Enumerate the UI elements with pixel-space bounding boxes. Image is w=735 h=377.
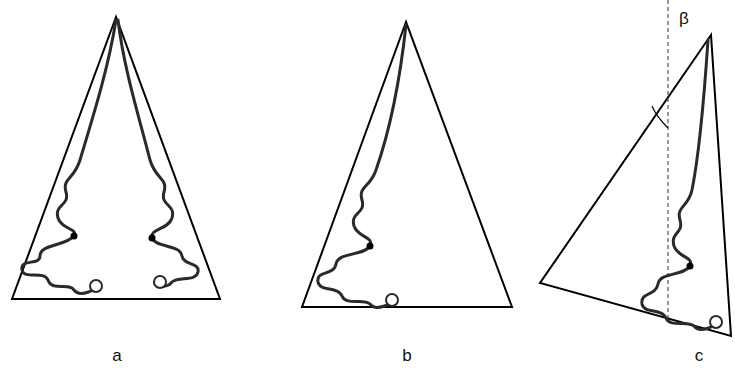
angle-arc — [652, 106, 668, 128]
angle-label: β — [679, 10, 689, 27]
chain-end — [154, 276, 166, 288]
chain-end — [710, 316, 722, 328]
panel-label: a — [112, 347, 121, 364]
chain-a-left — [22, 20, 116, 293]
chain-end — [386, 294, 398, 306]
chain-c — [642, 40, 720, 329]
chain-b — [318, 25, 406, 307]
chain-bead — [149, 235, 156, 242]
triangle-a — [12, 17, 220, 299]
chain-bead — [71, 233, 78, 240]
chain-end — [90, 280, 102, 292]
vertical-reference — [667, 0, 668, 318]
chain-a-right — [118, 20, 198, 286]
panel-label: c — [695, 347, 704, 364]
triangle-c — [540, 35, 731, 336]
chain-bead — [367, 243, 374, 250]
chain-bead — [687, 263, 694, 270]
panel-label: b — [402, 347, 411, 364]
triangle-b — [302, 22, 512, 307]
